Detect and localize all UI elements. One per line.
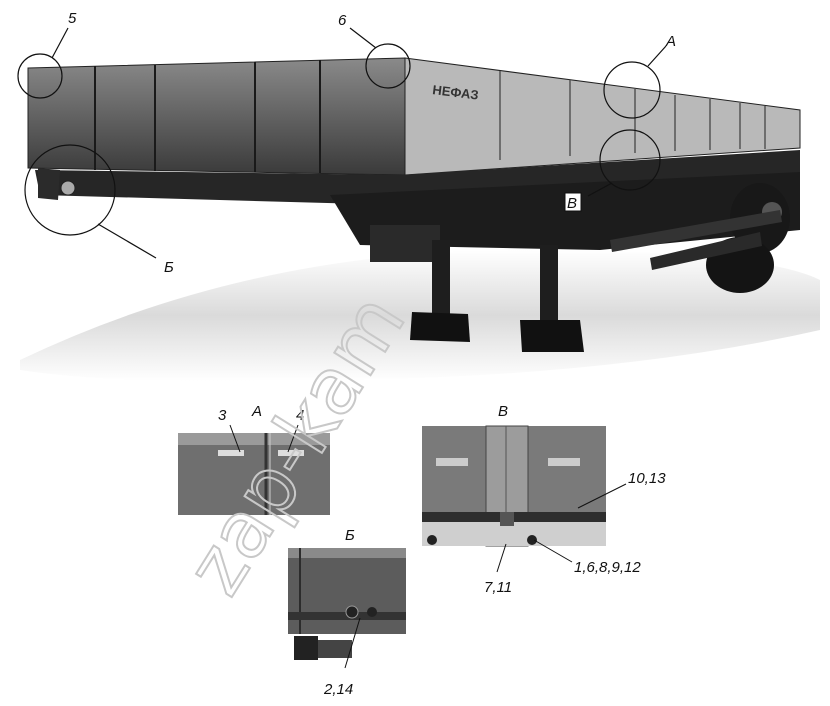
callout-circle-A (603, 61, 661, 119)
callout-B: Б (164, 259, 174, 276)
detail-V-parts-7-11: 7,11 (484, 579, 512, 596)
callout-circle-B (24, 144, 116, 236)
callout-5: 5 (68, 10, 77, 27)
callout-circle-V (599, 129, 661, 191)
detail-B-parts-2-14: 2,14 (323, 681, 353, 698)
detail-A-part-3: 3 (218, 407, 227, 424)
detail-V-parts-10-13: 10,13 (628, 470, 666, 487)
callout-6: 6 (338, 12, 347, 29)
leader-6 (349, 27, 377, 49)
detail-photo-B (288, 548, 406, 669)
callout-V: В (567, 195, 577, 212)
callout-A: А (665, 33, 676, 50)
detail-A-part-4: 4 (296, 407, 304, 424)
brand-plate: НЕФАЗ (432, 82, 480, 103)
leader-B (97, 223, 157, 259)
detail-A-title: А (251, 403, 262, 420)
detail-B-title: Б (345, 527, 355, 544)
detail-photo-A (178, 424, 330, 515)
callout-graphics (17, 27, 667, 259)
leader-A (647, 45, 667, 67)
callout-circle-5 (17, 53, 63, 99)
leader-5 (51, 27, 69, 59)
detail-V-parts-1-6-8-9-12: 1,6,8,9,12 (574, 559, 641, 576)
callout-circle-6 (365, 43, 411, 89)
detail-photo-V (422, 425, 627, 573)
detail-V-title: В (498, 403, 508, 420)
leader-V (587, 182, 613, 197)
callout-V-box (564, 192, 582, 212)
